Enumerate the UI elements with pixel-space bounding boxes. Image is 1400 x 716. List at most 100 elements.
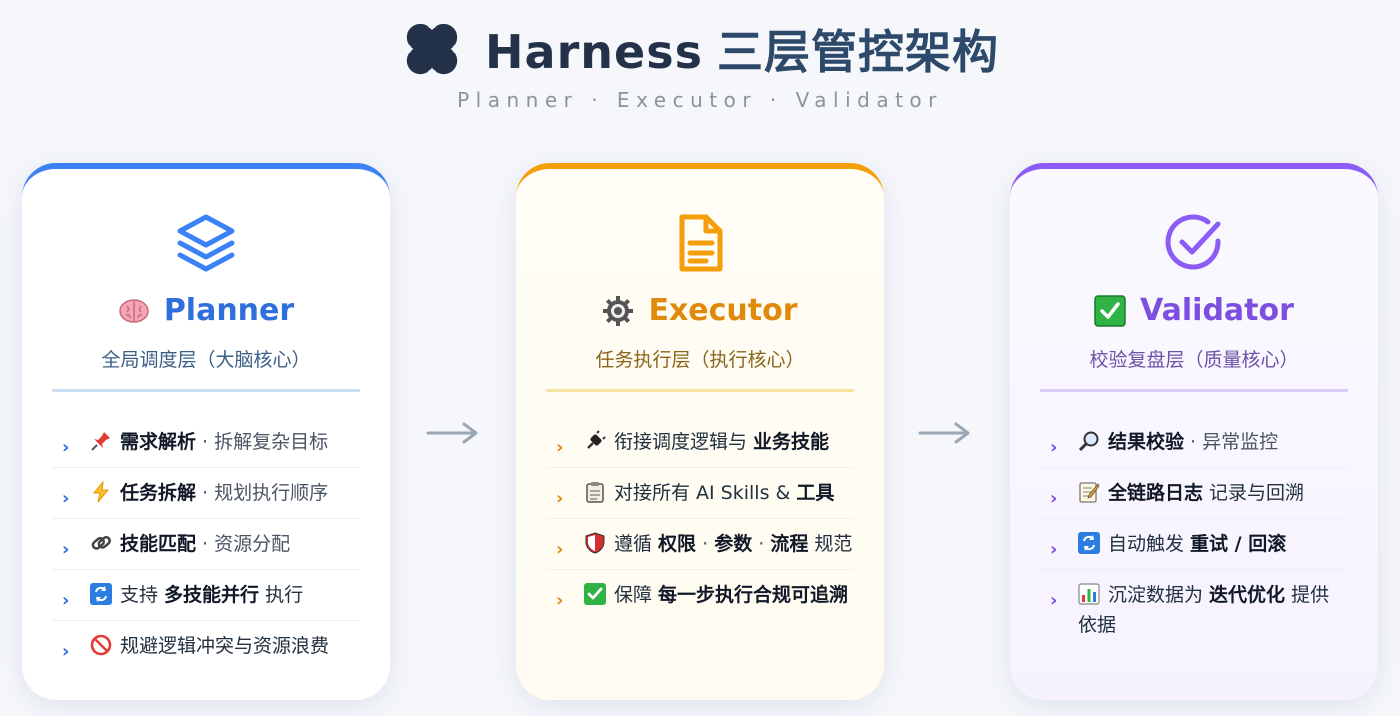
executor-card: Executor 任务执行层（执行核心） › 衔接调度逻辑与 业务技能 › 对接…	[516, 163, 884, 700]
planner-item-3-text: · 资源分配	[196, 533, 291, 555]
shield-icon	[585, 532, 605, 554]
list-item: › 衔接调度逻辑与 业务技能	[546, 417, 854, 468]
chevron-right-icon: ›	[1050, 488, 1058, 509]
plug-icon	[587, 430, 606, 449]
list-item: › 对接所有 AI Skills & 工具	[546, 468, 854, 519]
repeat-icon	[1078, 532, 1100, 554]
validator-title-row: Validator	[1010, 293, 1378, 328]
flow-arrow-icon	[918, 422, 970, 444]
executor-title: Executor	[648, 293, 798, 328]
bar-chart-icon	[1078, 583, 1100, 605]
validator-card: Validator 校验复盘层（质量核心） › 结果校验 · 异常监控 › 全链…	[1010, 163, 1378, 700]
planner-title: Planner	[163, 293, 295, 328]
layers-icon	[177, 214, 235, 272]
list-item: › 自动触发 重试 / 回滚	[1040, 519, 1348, 570]
planner-item-2-text: · 规划执行顺序	[196, 482, 329, 504]
check-mark-icon	[584, 583, 606, 605]
validator-subtitle: 校验复盘层（质量核心）	[1089, 349, 1299, 371]
chevron-right-icon: ›	[556, 590, 564, 611]
chevron-right-icon: ›	[1050, 437, 1058, 458]
executor-item-3-sep-1: ·	[696, 533, 715, 555]
executor-item-2-bold: 工具	[796, 482, 835, 504]
validator-item-2-text: 记录与回溯	[1203, 482, 1305, 504]
executor-item-2-pre: 对接所有 AI Skills &	[614, 482, 797, 504]
list-item: › 沉淀数据为 迭代优化 提供依据	[1040, 570, 1348, 650]
planner-divider	[52, 389, 360, 392]
memo-icon	[1079, 482, 1100, 503]
chevron-right-icon: ›	[62, 488, 70, 509]
gear-icon	[602, 295, 634, 327]
executor-list: › 衔接调度逻辑与 业务技能 › 对接所有 AI Skills & 工具 › 遵…	[546, 417, 854, 620]
executor-item-4-bold: 每一步执行合规可追溯	[658, 584, 849, 606]
chevron-right-icon: ›	[62, 590, 70, 611]
executor-item-3-sep-2: ·	[752, 533, 771, 555]
validator-item-1-text: · 异常监控	[1184, 431, 1279, 453]
chevron-right-icon: ›	[556, 437, 564, 458]
planner-item-2-bold: 任务拆解	[120, 482, 197, 504]
validator-item-4-text: 提供依据	[1078, 584, 1330, 636]
magnifier-icon	[1078, 431, 1099, 452]
prohibited-icon	[90, 634, 112, 656]
check-circle-icon	[1165, 214, 1221, 270]
executor-item-3-bold-2: 参数	[714, 533, 753, 555]
executor-item-1-bold: 业务技能	[753, 431, 830, 453]
check-box-icon	[1094, 294, 1126, 327]
lightning-icon	[92, 481, 110, 503]
chevron-right-icon: ›	[62, 539, 70, 560]
validator-item-3-pre: 自动触发	[1108, 533, 1191, 555]
chevron-right-icon: ›	[62, 641, 70, 662]
validator-divider	[1040, 389, 1348, 392]
planner-item-4-text: 执行	[259, 584, 304, 606]
validator-item-4-pre: 沉淀数据为	[1108, 584, 1210, 606]
link-icon	[91, 536, 111, 550]
validator-item-3-bold: 重试 / 回滚	[1190, 533, 1287, 555]
planner-item-4-pre: 支持	[120, 584, 165, 606]
planner-item-4-bold: 多技能并行	[164, 584, 260, 606]
chevron-right-icon: ›	[62, 437, 70, 458]
page-title-zh: 三层管控架构	[716, 25, 999, 79]
validator-item-4-bold: 迭代优化	[1209, 584, 1286, 606]
executor-subtitle: 任务执行层（执行核心）	[595, 349, 805, 371]
planner-card: Planner 全局调度层（大脑核心） › 需求解析 · 拆解复杂目标 › 任务…	[22, 163, 390, 700]
document-icon	[679, 214, 723, 272]
planner-list: › 需求解析 · 拆解复杂目标 › 任务拆解 · 规划执行顺序 › 技能匹配 ·…	[52, 417, 360, 671]
clipboard-icon	[586, 482, 604, 503]
chevron-right-icon: ›	[556, 488, 564, 509]
clover-icon	[402, 18, 463, 80]
validator-title: Validator	[1140, 293, 1294, 328]
flow-arrow-icon	[426, 422, 478, 444]
pushpin-icon	[91, 432, 110, 451]
planner-item-5-text: 规避逻辑冲突与资源浪费	[120, 635, 330, 657]
planner-title-row: Planner	[22, 293, 390, 328]
list-item: › 结果校验 · 异常监控	[1040, 417, 1348, 468]
executor-divider	[546, 389, 854, 392]
planner-item-1-bold: 需求解析	[120, 431, 197, 453]
executor-item-3-pre: 遵循	[614, 533, 659, 555]
list-item: › 全链路日志 记录与回溯	[1040, 468, 1348, 519]
list-item: › 支持 多技能并行 执行	[52, 570, 360, 621]
chevron-right-icon: ›	[556, 539, 564, 560]
brain-icon	[118, 295, 150, 327]
list-item: › 任务拆解 · 规划执行顺序	[52, 468, 360, 519]
list-item: › 技能匹配 · 资源分配	[52, 519, 360, 570]
chevron-right-icon: ›	[1050, 590, 1058, 611]
list-item: › 保障 每一步执行合规可追溯	[546, 570, 854, 620]
executor-item-3-text: 规范	[808, 533, 853, 555]
repeat-icon	[90, 583, 112, 605]
executor-item-4-pre: 保障	[614, 584, 659, 606]
page-subtitle: Planner · Executor · Validator	[457, 88, 943, 112]
planner-subtitle: 全局调度层（大脑核心）	[101, 349, 311, 371]
list-item: › 遵循 权限 · 参数 · 流程 规范	[546, 519, 854, 570]
validator-item-2-bold: 全链路日志	[1108, 482, 1204, 504]
planner-item-1-text: · 拆解复杂目标	[196, 431, 329, 453]
validator-item-1-bold: 结果校验	[1108, 431, 1185, 453]
list-item: › 规避逻辑冲突与资源浪费	[52, 621, 360, 671]
executor-item-3-bold: 权限	[658, 533, 697, 555]
list-item: › 需求解析 · 拆解复杂目标	[52, 417, 360, 468]
chevron-right-icon: ›	[1050, 539, 1058, 560]
executor-title-row: Executor	[516, 293, 884, 328]
page-title-en: Harness	[485, 25, 703, 79]
